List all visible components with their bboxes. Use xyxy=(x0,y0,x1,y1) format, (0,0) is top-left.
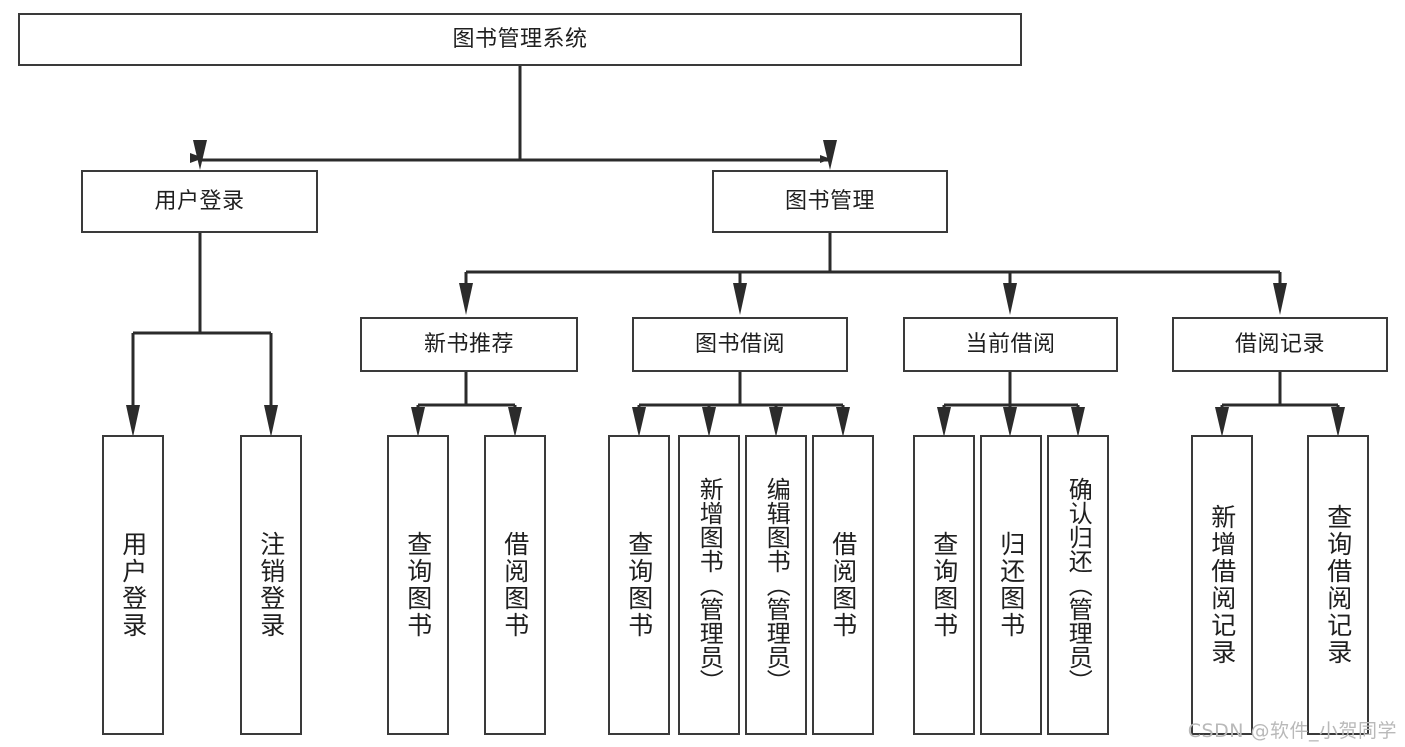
leaf-label: 查询图书 xyxy=(929,531,959,639)
node-new-book-recommend[interactable]: 新书推荐 xyxy=(360,317,578,372)
leaf-user-login-login[interactable]: 用户登录 xyxy=(102,435,164,735)
leaf-label: 编辑图书（管理员） xyxy=(762,477,791,693)
leaf-borrow-edit-book-admin[interactable]: 编辑图书（管理员） xyxy=(745,435,807,735)
leaf-label: 查询借阅记录 xyxy=(1323,504,1353,666)
node-borrow-records-label: 借阅记录 xyxy=(1234,331,1325,357)
node-user-login[interactable]: 用户登录 xyxy=(81,170,318,233)
node-root-label: 图书管理系统 xyxy=(452,26,588,52)
leaf-label: 归还图书 xyxy=(996,531,1026,639)
node-current-borrow[interactable]: 当前借阅 xyxy=(903,317,1118,372)
leaf-user-login-logout[interactable]: 注销登录 xyxy=(240,435,302,735)
leaf-recommend-borrow-book[interactable]: 借阅图书 xyxy=(484,435,546,735)
leaf-label: 注销登录 xyxy=(256,531,286,639)
leaf-current-return-book[interactable]: 归还图书 xyxy=(980,435,1042,735)
leaf-label: 新增图书（管理员） xyxy=(695,477,724,693)
node-root[interactable]: 图书管理系统 xyxy=(18,13,1022,66)
leaf-label: 查询图书 xyxy=(624,531,654,639)
watermark: CSDN @软件_小贺同学 xyxy=(1187,720,1397,742)
node-current-borrow-label: 当前借阅 xyxy=(965,331,1056,357)
leaf-label: 借阅图书 xyxy=(828,531,858,639)
node-book-management-label: 图书管理 xyxy=(784,188,875,214)
leaf-label: 确认归还（管理员） xyxy=(1064,477,1093,693)
node-user-login-label: 用户登录 xyxy=(154,188,245,214)
node-book-borrow-label: 图书借阅 xyxy=(694,331,785,357)
leaf-recommend-query-book[interactable]: 查询图书 xyxy=(387,435,449,735)
leaf-label: 用户登录 xyxy=(118,531,148,639)
node-borrow-records[interactable]: 借阅记录 xyxy=(1172,317,1388,372)
node-new-book-recommend-label: 新书推荐 xyxy=(423,331,514,357)
leaf-label: 借阅图书 xyxy=(500,531,530,639)
leaf-borrow-query-book[interactable]: 查询图书 xyxy=(608,435,670,735)
node-book-management[interactable]: 图书管理 xyxy=(712,170,948,233)
leaf-current-confirm-return-admin[interactable]: 确认归还（管理员） xyxy=(1047,435,1109,735)
node-book-borrow[interactable]: 图书借阅 xyxy=(632,317,848,372)
leaf-current-query-book[interactable]: 查询图书 xyxy=(913,435,975,735)
leaf-label: 查询图书 xyxy=(403,531,433,639)
leaf-label: 新增借阅记录 xyxy=(1207,504,1237,666)
leaf-records-query-record[interactable]: 查询借阅记录 xyxy=(1307,435,1369,735)
leaf-records-add-record[interactable]: 新增借阅记录 xyxy=(1191,435,1253,735)
leaf-borrow-borrow-book[interactable]: 借阅图书 xyxy=(812,435,874,735)
leaf-borrow-add-book-admin[interactable]: 新增图书（管理员） xyxy=(678,435,740,735)
